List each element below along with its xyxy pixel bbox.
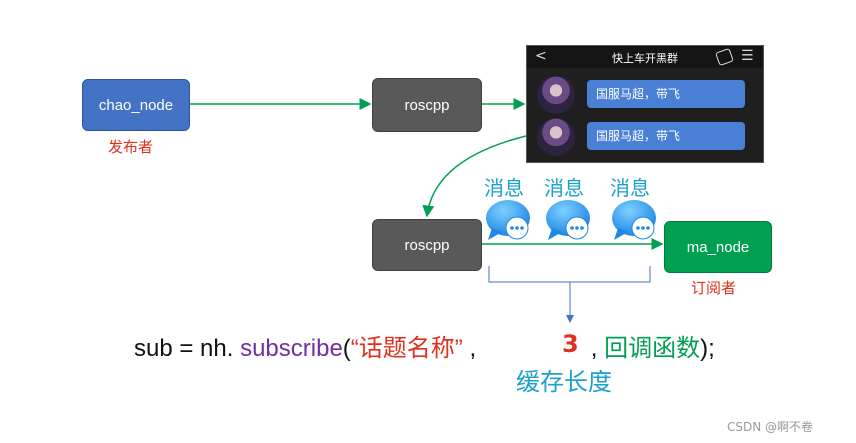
publisher-node-label: chao_node <box>98 96 174 114</box>
chat-bubble: 国服马超，带飞 <box>587 122 745 150</box>
chat-window: < 快上车开黑群 ☰ 国服马超，带飞 国服马超，带飞 <box>526 45 764 163</box>
arrow-chat-to-roscpp <box>422 135 527 218</box>
roscpp-top-label: roscpp <box>404 96 450 114</box>
buffer-bracket <box>488 266 651 283</box>
message-label: 消息 <box>544 176 584 200</box>
code-topic-name: “话题名称” <box>350 335 463 362</box>
message-label: 消息 <box>484 176 524 200</box>
chat-title: 快上车开黑群 <box>612 52 678 65</box>
publisher-node: chao_node <box>82 79 190 131</box>
code-comma-2: , <box>584 335 605 362</box>
avatar <box>537 118 575 156</box>
code-close: ); <box>700 335 715 362</box>
code-prefix: sub = nh. <box>134 335 241 362</box>
buffer-length-label: 缓存长度 <box>516 368 612 396</box>
code-open-paren: ( <box>342 335 351 362</box>
back-icon[interactable]: < <box>535 48 547 64</box>
chat-header: < 快上车开黑群 ☰ <box>527 46 763 68</box>
subscriber-node: ma_node <box>664 221 772 273</box>
avatar <box>537 76 575 114</box>
subscriber-node-label: ma_node <box>686 238 750 256</box>
chat-bubble: 国服马超，带飞 <box>587 80 745 108</box>
chat-message: 国服马超，带飞 <box>533 118 759 156</box>
roscpp-node-top: roscpp <box>372 78 482 132</box>
message-bubble-icon <box>546 200 590 240</box>
code-callback: 回调函数 <box>604 335 701 362</box>
code-comma-1: , <box>462 335 477 362</box>
chat-message: 国服马超，带飞 <box>533 76 759 114</box>
roscpp-bottom-label: roscpp <box>404 236 450 254</box>
buffer-length-value: 3 <box>562 330 579 358</box>
message-label: 消息 <box>610 176 650 200</box>
subscribe-code-line: sub = nh. subscribe(“话题名称” , , 回调函数); <box>134 328 715 363</box>
publisher-role-label: 发布者 <box>108 138 154 156</box>
subscriber-role-label: 订阅者 <box>691 279 737 297</box>
watermark: CSDN @啊不卷 <box>727 420 814 434</box>
roscpp-node-bottom: roscpp <box>372 219 482 271</box>
message-bubble-icon <box>612 200 656 240</box>
message-bubble-icon <box>486 200 530 240</box>
code-method: subscribe <box>240 335 343 362</box>
menu-icon[interactable]: ☰ <box>741 48 754 64</box>
